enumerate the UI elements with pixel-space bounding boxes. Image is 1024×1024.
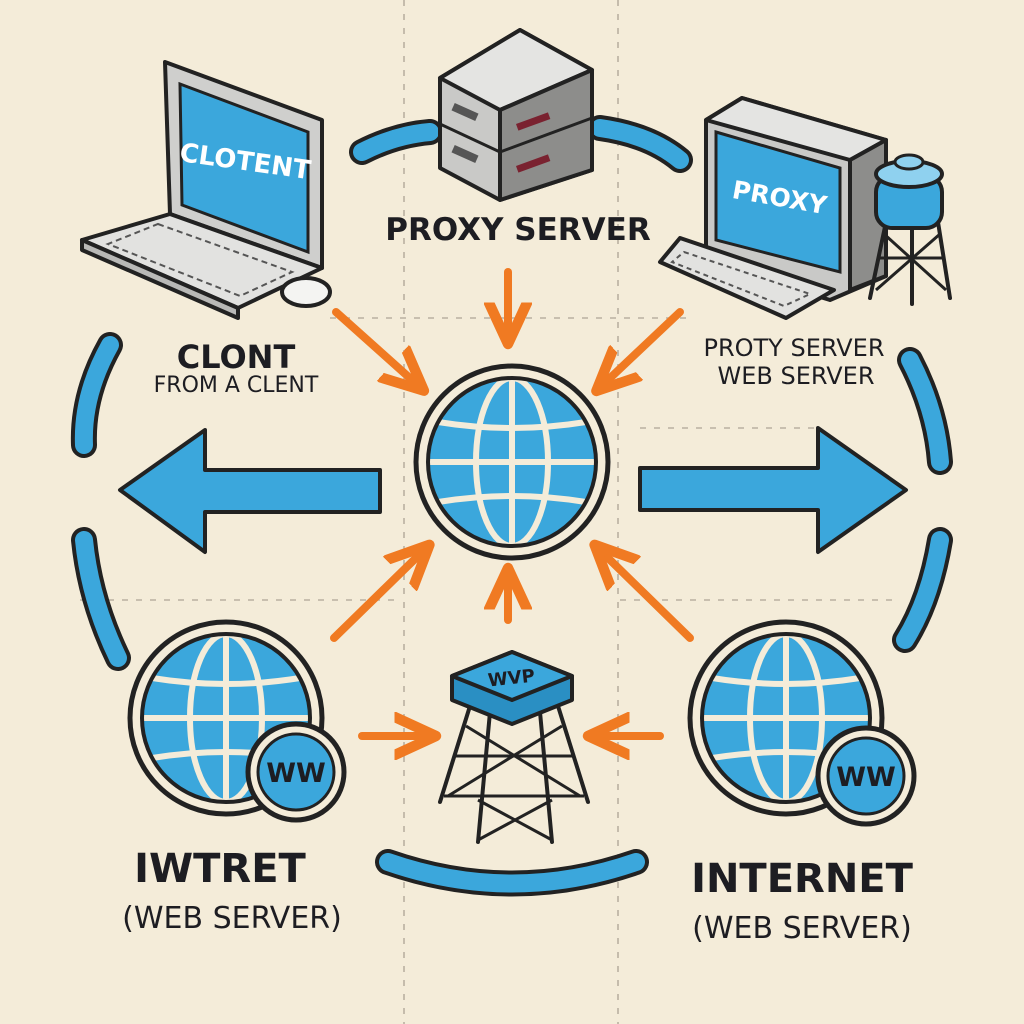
cycle-dashes (70, 115, 953, 897)
desktop-computer-icon: PROXY (658, 96, 888, 320)
big-arrow-right (638, 426, 908, 554)
router-node-icon: WVP (438, 650, 590, 844)
left-www-badge: WW (266, 758, 326, 789)
left-web-globe: WW (127, 619, 347, 823)
client-label-subtitle: FROM A CLENT (154, 373, 319, 398)
big-arrow-left (118, 428, 382, 554)
client-label-title: CLONT (177, 338, 296, 376)
guide-lines (80, 0, 900, 1024)
right-www-badge: WW (836, 762, 896, 793)
orange-arrows (330, 268, 694, 736)
left-internet-title: IWTRET (134, 846, 306, 892)
arrow-client-to-globe (332, 308, 412, 380)
proxy-web-label-line2: WEB SERVER (717, 362, 874, 390)
globe-icon (413, 363, 611, 561)
right-internet-title: INTERNET (691, 856, 914, 902)
center-node-badge: WVP (487, 666, 536, 692)
proxy-web-label-line1: PROTY SERVER (703, 334, 884, 362)
proxy-server-label: PROXY SERVER (385, 212, 651, 248)
arrow-left-web-to-globe (330, 556, 418, 642)
laptop-icon: CLOTENT (80, 60, 332, 320)
arrow-right-web-to-globe (606, 556, 694, 642)
right-internet-subtitle: (WEB SERVER) (692, 911, 912, 946)
server-tower-icon (438, 28, 594, 202)
water-tower-icon (868, 153, 952, 306)
left-internet-subtitle: (WEB SERVER) (122, 901, 342, 936)
arrow-proxy-to-globe (608, 308, 684, 380)
right-web-globe: WW (687, 619, 917, 827)
mouse-icon (280, 276, 332, 308)
